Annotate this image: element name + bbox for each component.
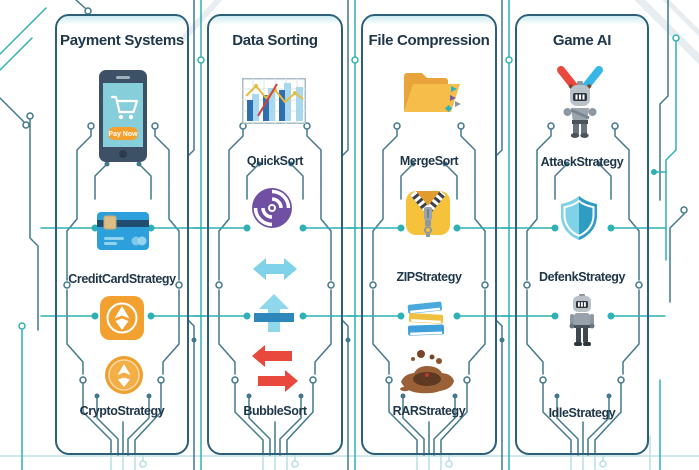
crypto-coin-icon [105, 356, 143, 394]
swap-arrows-icon [252, 345, 298, 392]
vortex-icon [252, 188, 292, 228]
label-mergesort: MergeSort [399, 154, 459, 168]
credit-card-icon [97, 212, 149, 250]
label-zip-strategy: ZIPStrategy [396, 270, 462, 284]
label-credit-card-strategy: CreditCardStrategy [68, 272, 176, 286]
zip-file-icon [406, 190, 450, 237]
bar-chart-icon [242, 78, 306, 124]
knight-attack-icon [557, 66, 603, 138]
label-defenk-strategy: DefenkStrategy [538, 270, 626, 284]
pay-now-label: Pay Now [108, 131, 138, 138]
card-data-sorting: Data Sorting [207, 14, 343, 455]
shield-icon [561, 196, 597, 240]
books-stack-icon [407, 301, 445, 336]
card-payment-systems: Payment Systems Pay Now [55, 14, 189, 455]
horizontal-arrows-icon [253, 258, 297, 280]
label-rar-strategy: RARStrategy [392, 404, 466, 418]
folder-icon [404, 73, 461, 113]
label-quicksort: QuickSort [246, 154, 304, 168]
card-file-compression: File Compression MergeSort [361, 14, 497, 455]
mud-splash-icon [400, 350, 454, 394]
label-bubblesort: BubbleSort [243, 404, 307, 418]
card-title: Game AI [552, 32, 612, 49]
card-title: File Compression [368, 32, 490, 49]
card-title: Data Sorting [232, 32, 318, 49]
upload-arrow-icon [254, 294, 294, 332]
smartphone-pay-icon: Pay Now [99, 70, 147, 162]
label-idle-strategy: IdleStrategy [548, 406, 616, 420]
card-game-ai: Game AI [515, 14, 649, 455]
knight-idle-icon [569, 294, 595, 346]
label-crypto-strategy: CryptoStrategy [79, 404, 165, 418]
card-title: Payment Systems [60, 32, 184, 49]
crypto-badge-icon [100, 296, 144, 340]
label-attack-strategy: AttackStrategy [540, 155, 624, 169]
